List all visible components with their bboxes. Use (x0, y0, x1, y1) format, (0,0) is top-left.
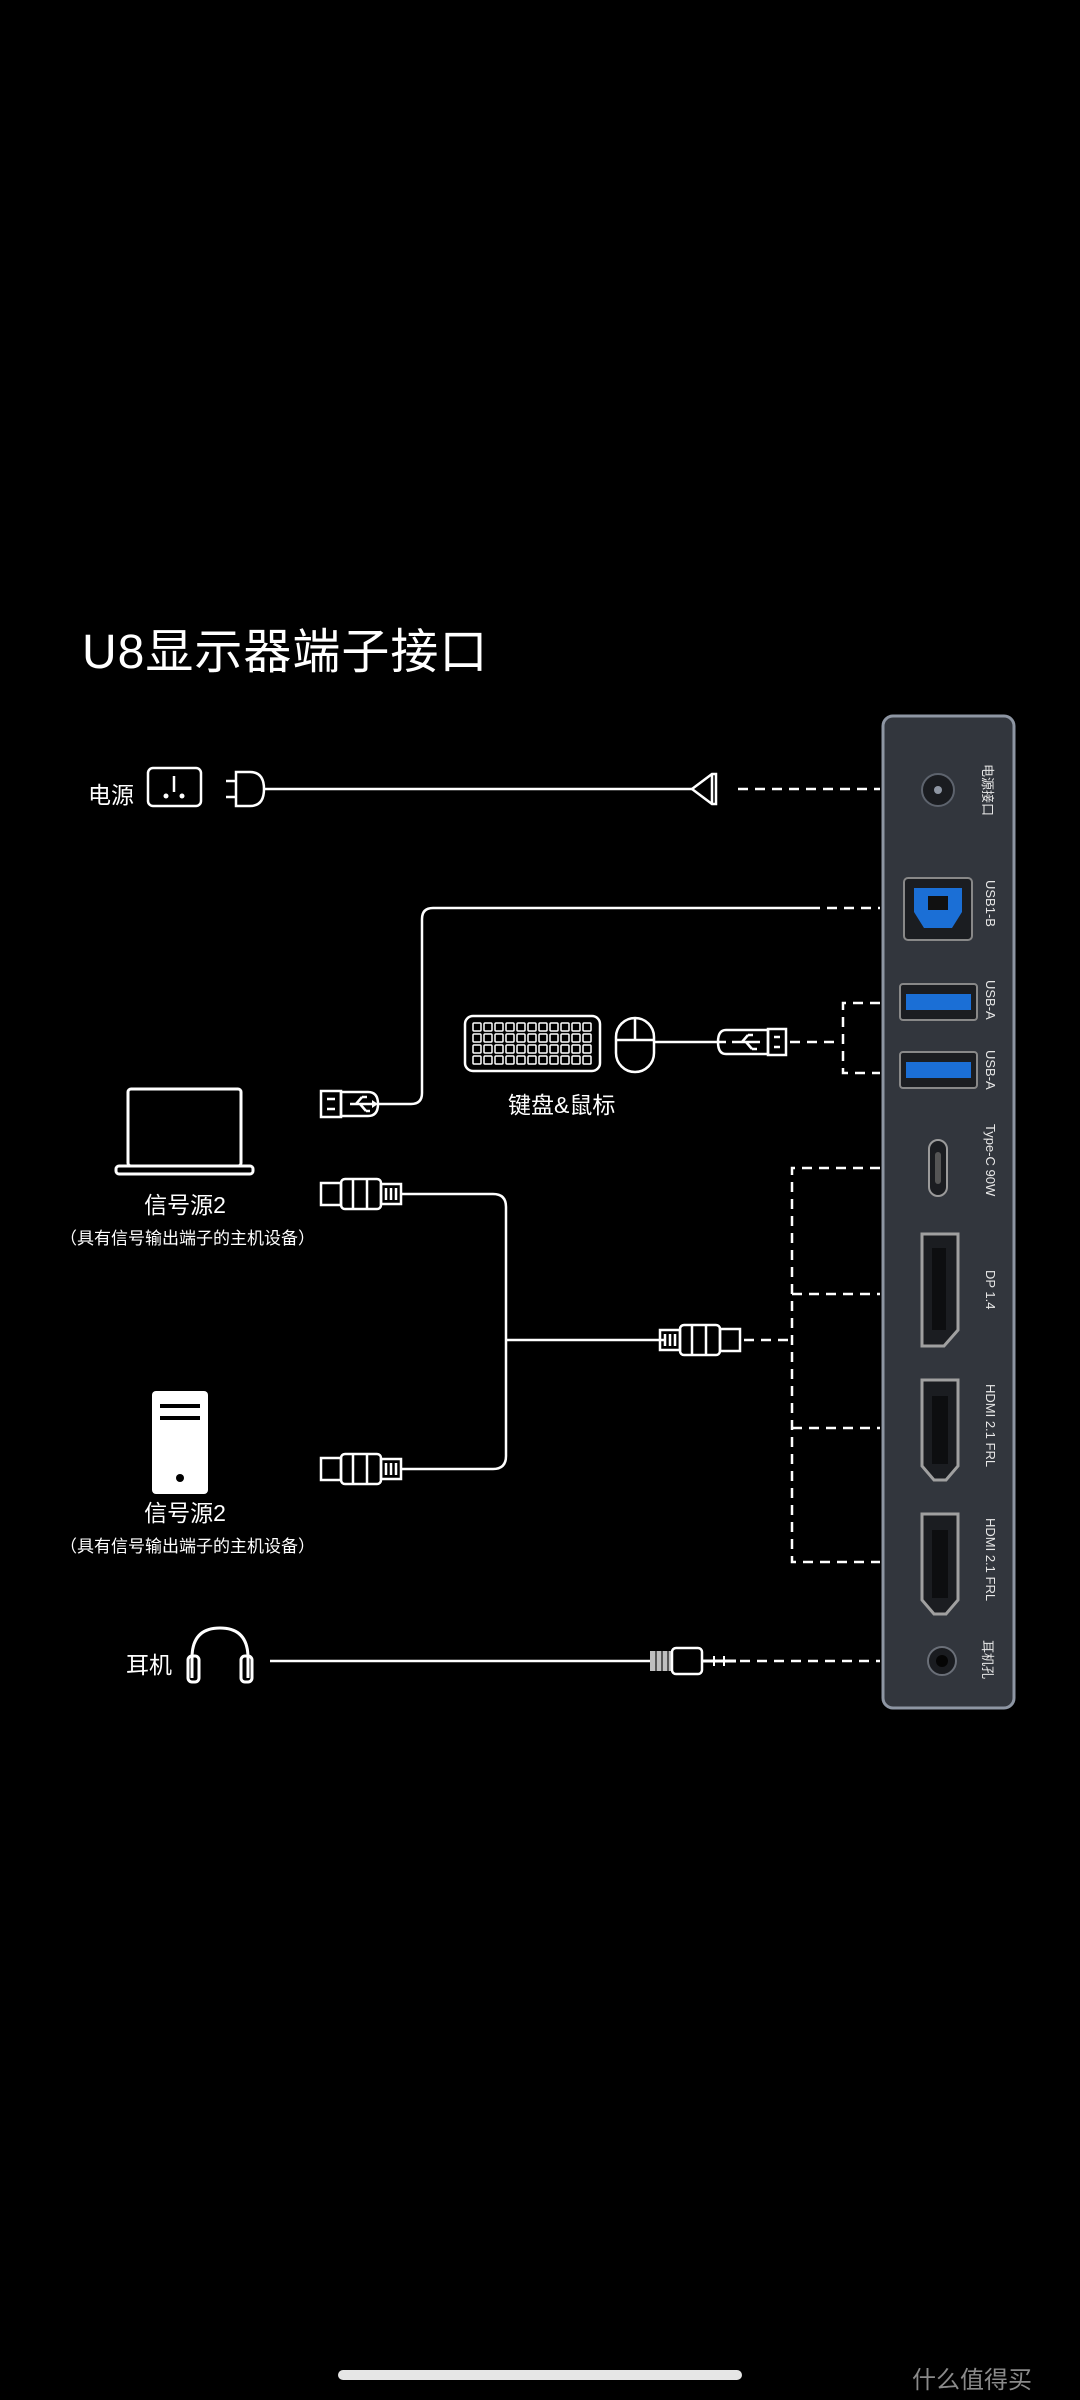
keyboard-key (472, 1033, 482, 1043)
keyboard-key (505, 1055, 515, 1065)
port-label-hdmi-1: HDMI 2.1 FRL (983, 1384, 998, 1468)
keyboard-key (571, 1033, 581, 1043)
usb-b-cable (378, 906, 810, 1106)
port-label-usb-a-2: USB-A (983, 1050, 998, 1090)
keyboard-key (582, 1033, 592, 1043)
port-label-power: 电源接口 (980, 764, 995, 817)
keyboard-key (549, 1022, 559, 1032)
desktop-tower-icon (152, 1391, 208, 1494)
keyboard-key (549, 1033, 559, 1043)
usb-c-port-icon (928, 1139, 948, 1197)
keyboard-key (527, 1033, 537, 1043)
home-indicator[interactable] (338, 2370, 742, 2380)
keyboard-key (516, 1055, 526, 1065)
usb-a-plug-icon (319, 1089, 380, 1119)
keyboard-key (582, 1055, 592, 1065)
usb-a-plug-icon (716, 1027, 788, 1057)
keyboard-key (483, 1044, 493, 1054)
keyboard-key (516, 1022, 526, 1032)
power-socket-icon (146, 766, 203, 808)
usb-a-dashed-links (790, 1001, 880, 1075)
keyboard-key (516, 1044, 526, 1054)
keyboard-key (472, 1044, 482, 1054)
source-label: 信号源2 (144, 1192, 226, 1218)
power-connector-icon (689, 772, 718, 806)
audio-plug-icon (650, 1646, 736, 1676)
keyboard-key (560, 1055, 570, 1065)
watermark: 什么值得买 (912, 2367, 1032, 2394)
port-label-hdmi-2: HDMI 2.1 FRL (983, 1518, 998, 1602)
hdmi-plug-icon (319, 1452, 403, 1486)
video-cable-merge (401, 1192, 666, 1471)
keyboard-key (527, 1055, 537, 1065)
port-label-usb-b: USB1-B (983, 880, 998, 927)
keyboard-key (494, 1022, 504, 1032)
keyboard-key (571, 1044, 581, 1054)
keyboard-key (538, 1044, 548, 1054)
power-plug-icon (226, 770, 272, 808)
headphone-label: 耳机 (126, 1652, 172, 1678)
keyboard-key (549, 1055, 559, 1065)
keyboard-key (494, 1055, 504, 1065)
keyboard-key (527, 1044, 537, 1054)
keyboard-key (549, 1044, 559, 1054)
keyboard-key (538, 1022, 548, 1032)
keyboard-key (505, 1044, 515, 1054)
keyboard-key (538, 1055, 548, 1065)
keyboard-key (582, 1044, 592, 1054)
keyboard-key (516, 1033, 526, 1043)
source-laptop-label: 信号源2 （具有信号输出端子的主机设备） (60, 1186, 315, 1249)
keyboard-icon (463, 1014, 602, 1073)
displayport-icon (920, 1232, 960, 1348)
keyboard-key (472, 1022, 482, 1032)
hdmi-port-icon (920, 1378, 960, 1482)
keyboard-key (560, 1033, 570, 1043)
keyboard-key (571, 1055, 581, 1065)
keyboard-key (527, 1022, 537, 1032)
source-desktop-label: 信号源2 （具有信号输出端子的主机设备） (60, 1494, 315, 1557)
keyboard-key (505, 1022, 515, 1032)
keyboard-key (483, 1033, 493, 1043)
power-label: 电源 (88, 782, 134, 808)
keyboard-key (483, 1022, 493, 1032)
source-sublabel: （具有信号输出端子的主机设备） (60, 1537, 315, 1556)
laptop-icon (114, 1087, 255, 1176)
usb-a-port-icon (899, 983, 978, 1021)
mouse-icon (614, 1016, 656, 1074)
keyboard-key (494, 1044, 504, 1054)
keyboard-key (560, 1044, 570, 1054)
port-label-usb-a-1: USB-A (983, 980, 998, 1020)
hdmi-plug-icon (319, 1177, 403, 1211)
keyboard-key (538, 1033, 548, 1043)
keyboard-key (571, 1022, 581, 1032)
usb-a-port-icon (899, 1051, 978, 1089)
keyboard-key (472, 1055, 482, 1065)
port-label-type-c: Type-C 90W (983, 1124, 998, 1197)
video-dashed-links (744, 1166, 880, 1564)
page-title: U8显示器端子接口 (82, 626, 489, 679)
usb-b-port-icon (903, 877, 973, 941)
keyboard-key (505, 1033, 515, 1043)
dc-power-port-icon (921, 773, 955, 807)
source-sublabel: （具有信号输出端子的主机设备） (60, 1229, 315, 1248)
keyboard-key (483, 1055, 493, 1065)
hdmi-port-icon (920, 1512, 960, 1616)
hdmi-plug-icon (658, 1323, 742, 1357)
port-label-dp: DP 1.4 (983, 1270, 998, 1310)
audio-jack-icon (927, 1646, 957, 1676)
port-label-audio: 耳机孔 (980, 1640, 995, 1680)
keyboard-key (560, 1022, 570, 1032)
keyboard-key (582, 1022, 592, 1032)
source-label: 信号源2 (144, 1500, 226, 1526)
keyboard-mouse-label: 键盘&鼠标 (508, 1092, 616, 1118)
port-panel (881, 714, 1016, 1710)
keyboard-key (494, 1033, 504, 1043)
headphone-icon (186, 1626, 254, 1684)
